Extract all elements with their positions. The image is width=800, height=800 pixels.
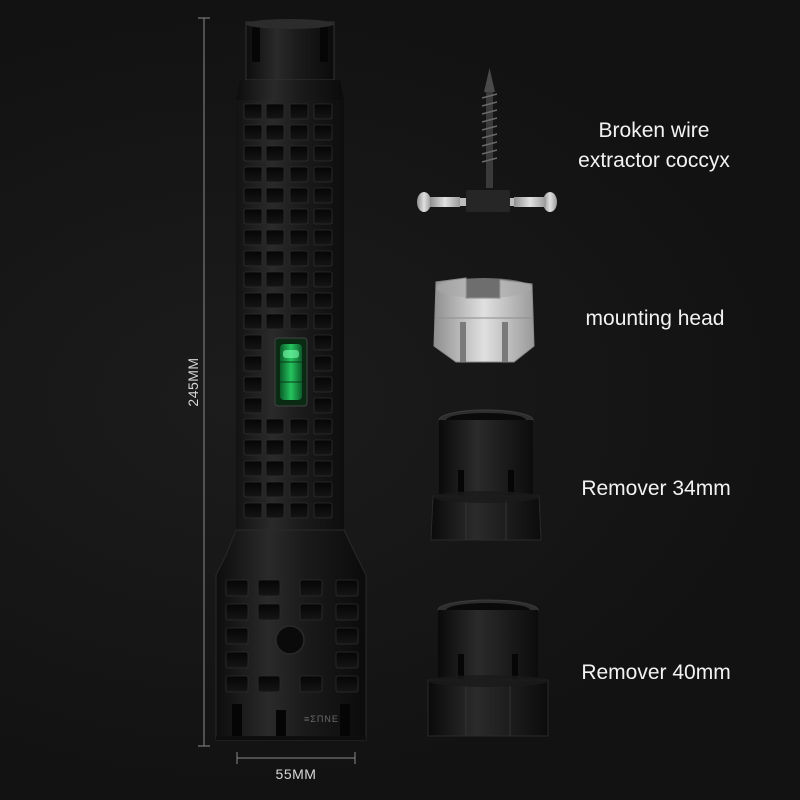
mounting-head-label: mounting head <box>585 307 725 330</box>
remover-34mm-label: Remover 34mm <box>581 477 731 500</box>
extractor-label-line1: Broken wire <box>598 119 710 142</box>
handle-brand-marking: ≡ΣΠΝΕ <box>304 714 339 724</box>
extractor-label: Broken wire extractor coccyx <box>546 116 762 176</box>
remover-40mm-label: Remover 40mm <box>581 661 731 684</box>
extractor-label-line2: extractor coccyx <box>578 149 730 172</box>
width-dimension-label: 55MM <box>275 766 317 782</box>
